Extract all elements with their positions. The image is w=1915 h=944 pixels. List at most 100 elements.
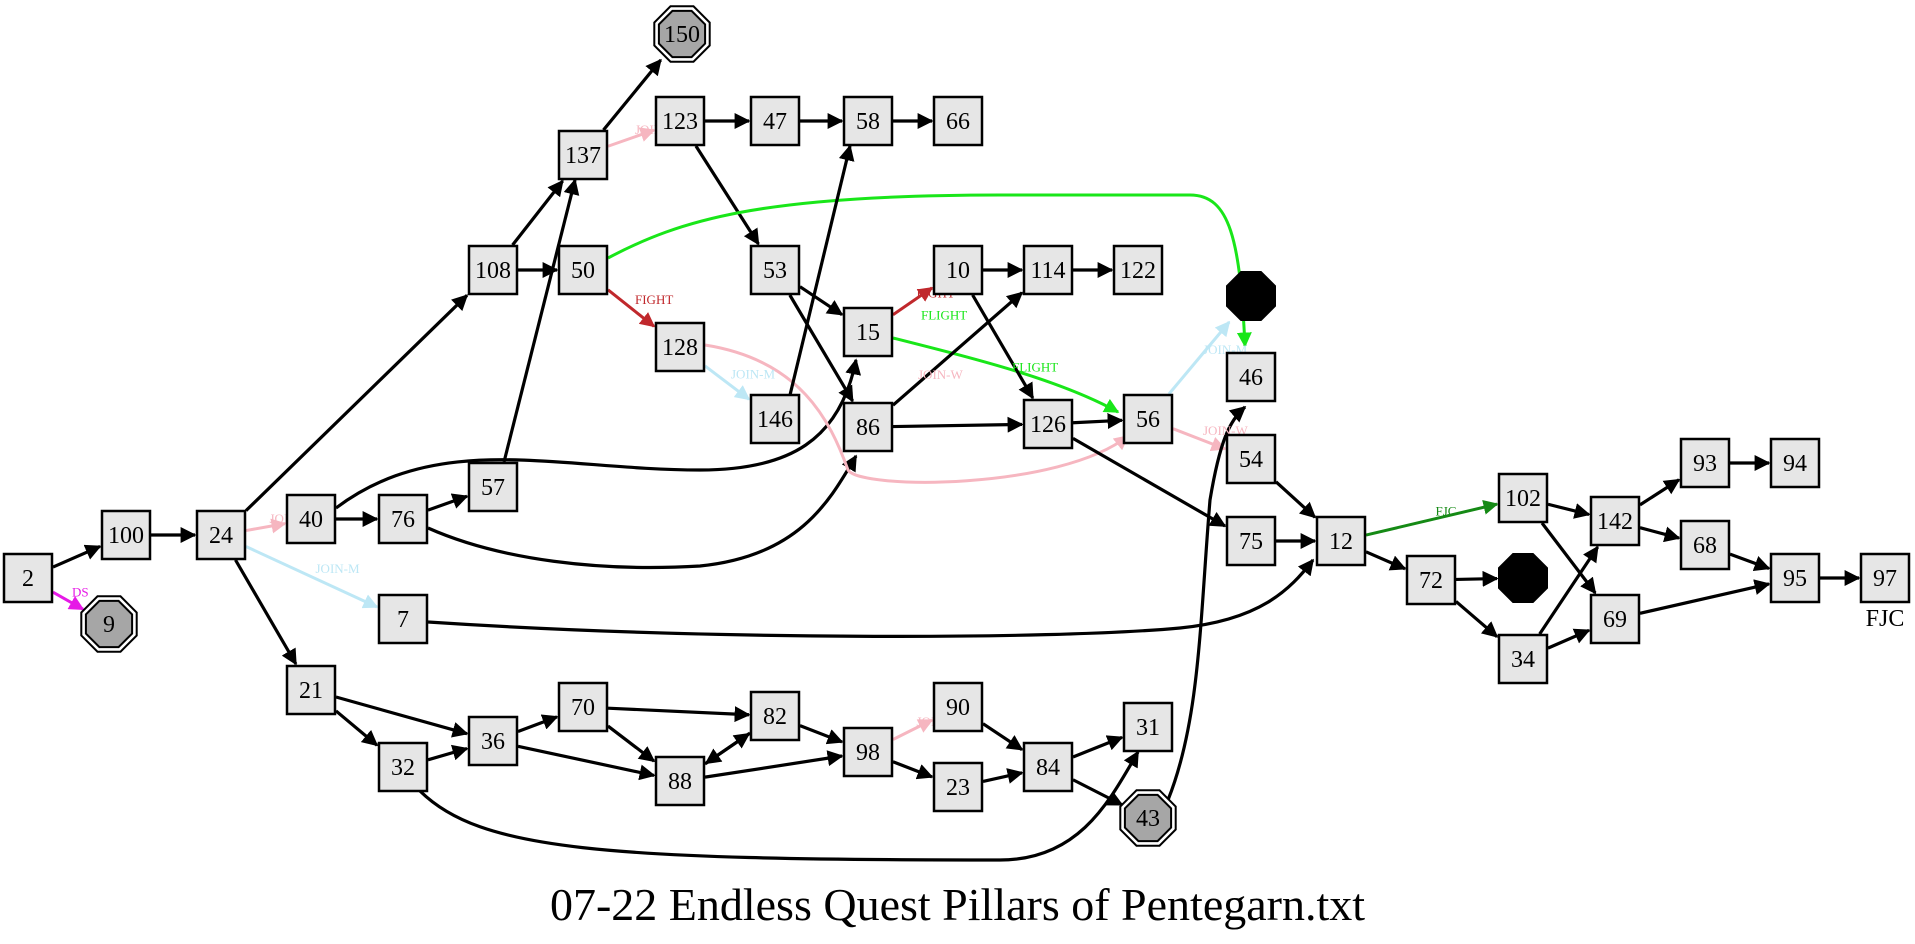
edge-56-to-107 [1167,320,1231,395]
node-label-146: 146 [757,407,793,433]
node-46: 46 [1225,351,1277,403]
edge-label-24-to-7: JOIN-M [316,561,360,576]
edge-68-to-95 [1729,552,1771,572]
node-label-72: 72 [1419,568,1443,594]
node-123: 123 [654,95,706,147]
node-label-90: 90 [946,695,970,721]
node-label-15: 15 [856,320,880,346]
node-122: 122 [1112,244,1164,296]
node-label-12: 12 [1329,529,1353,555]
edge-34-to-69 [1547,628,1591,650]
node-32: 32 [377,741,429,793]
node-label-57: 57 [481,475,505,501]
node-label-86: 86 [856,415,880,441]
node-107: 107 [1226,271,1276,321]
edge-7-to-12 [427,558,1315,638]
node-66: 66 [932,95,984,147]
edge-2-to-9 [52,590,85,611]
edge-84-to-43 [1072,778,1124,807]
node-9: 9 [80,595,138,653]
node-31: 31 [1122,701,1174,753]
page-title: 07-22 Endless Quest Pillars of Pentegarn… [549,879,1366,930]
node-label-23: 23 [946,775,970,801]
node-label-114: 114 [1030,258,1065,284]
edge-90-to-84 [982,722,1024,751]
edge-142-to-68 [1639,526,1681,543]
node-72: 72 [1405,554,1457,606]
node-23: 23 [932,761,984,813]
node-15: 15 [842,306,894,358]
node-84: 84 [1022,741,1074,793]
edge-72-to-34 [1454,600,1499,638]
node-126: 126 [1022,398,1074,450]
node-label-47: 47 [763,109,787,135]
edge-98-to-90 [892,718,934,741]
edge-label-12-to-102: FJC [1436,504,1457,519]
edge-32-to-31 [418,750,1140,862]
edge-label-50-to-46: FLIGHT [921,308,967,323]
edge-57-to-137 [502,178,580,463]
fjc-end-label: FJC [1866,606,1905,632]
node-label-100: 100 [108,523,144,549]
node-label-69: 69 [1603,607,1627,633]
edge-21-to-36 [335,695,469,738]
edge-86-to-126 [892,416,1024,433]
node-100: 100 [100,509,152,561]
edge-2-to-100 [52,544,102,569]
node-142: 142 [1589,495,1641,547]
node-label-40: 40 [299,507,323,533]
node-label-43: 43 [1136,806,1160,832]
node-label-88: 88 [668,769,692,795]
edge-50-to-46 [607,193,1252,348]
edge-56-to-54 [1172,427,1227,452]
node-58: 58 [842,95,894,147]
edge-82-to-98 [799,724,844,745]
node-97: 97 [1859,552,1911,604]
edge-43-to-46 [1166,405,1247,801]
node-label-66: 66 [946,109,970,135]
edge-10-to-126 [971,294,1035,400]
edge-36-to-70 [517,714,559,734]
edge-88-to-98 [704,750,844,779]
node-70: 70 [557,681,609,733]
edge-24-to-108 [244,294,469,512]
node-102: 102 [1497,472,1549,524]
edge-24-to-7 [245,545,379,609]
node-57: 57 [467,461,519,513]
node-98: 98 [842,726,894,778]
node-label-95: 95 [1783,566,1807,592]
edge-label-50-to-128: FIGHT [635,292,673,307]
node-36: 36 [467,715,519,767]
node-label-70: 70 [571,695,595,721]
node-label-46: 46 [1239,365,1263,391]
node-69: 69 [1589,593,1641,645]
node-68: 68 [1679,519,1731,571]
node-label-2: 2 [22,566,34,592]
edge-76-to-86 [427,454,858,570]
extra-label-layer: FJC [1866,606,1905,632]
edge-53-to-15 [799,285,844,316]
node-146: 146 [749,393,801,445]
node-137: 137 [557,129,609,181]
edge-23-to-84 [982,768,1024,784]
node-label-36: 36 [481,729,505,755]
node-82: 82 [749,690,801,742]
node-label-82: 82 [763,704,787,730]
edge-70-to-82 [607,706,751,723]
edge-12-to-102 [1365,499,1499,537]
node-40: 40 [285,493,337,545]
node-2: 2 [2,552,54,604]
edge-24-to-40 [245,518,287,534]
node-label-58: 58 [856,109,880,135]
node-label-150: 150 [664,22,700,48]
edge-128-to-56 [704,343,1130,484]
node-label-20: 20 [1511,566,1535,592]
node-label-142: 142 [1597,509,1633,535]
node-label-24: 24 [209,523,233,549]
edge-34-to-142 [1538,545,1600,635]
node-label-21: 21 [299,678,323,704]
node-label-94: 94 [1783,451,1807,477]
node-76: 76 [377,493,429,545]
node-label-32: 32 [391,755,415,781]
node-label-7: 7 [397,607,409,633]
